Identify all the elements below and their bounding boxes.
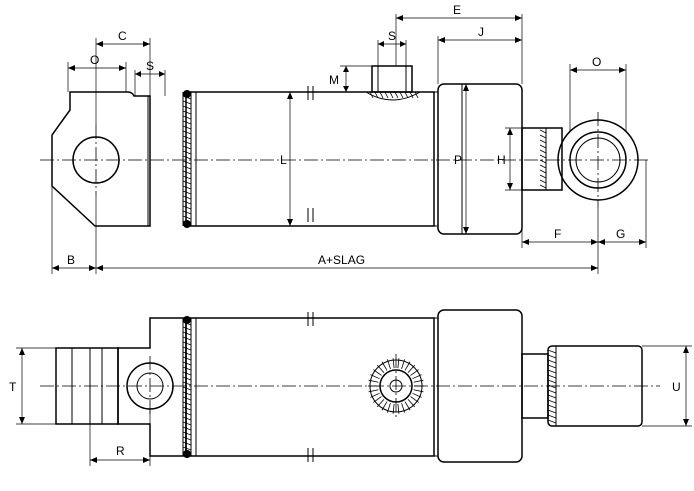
top-view-dimensions: T R U [9, 345, 692, 466]
top-view [40, 309, 660, 463]
label-J: J [478, 25, 484, 39]
label-S-left: S [146, 59, 154, 73]
label-O-left: O [90, 53, 99, 67]
barrel [185, 91, 435, 227]
rear-eye-outline [51, 91, 151, 227]
label-M: M [329, 73, 339, 87]
label-P: P [454, 153, 462, 167]
top-port [365, 65, 421, 101]
label-E: E [453, 3, 461, 17]
weld-hatch-marks [182, 91, 557, 456]
label-G: G [616, 227, 625, 241]
label-A-SLAG: A+SLAG [318, 253, 365, 267]
label-R: R [116, 444, 125, 458]
label-T: T [9, 380, 17, 394]
gland [437, 83, 523, 235]
label-L: L [280, 153, 287, 167]
label-F: F [554, 227, 561, 241]
barrel-break-marks [307, 86, 314, 222]
piston-rod [521, 127, 563, 191]
label-B: B [67, 253, 75, 267]
label-H: H [497, 153, 506, 167]
label-C: C [118, 29, 127, 43]
side-view-dimensions: C O S E S J [51, 3, 647, 274]
rear-eye-body [117, 317, 187, 457]
barrel-top-break-marks [307, 312, 314, 462]
label-S-top: S [388, 29, 396, 43]
barrel-top [185, 317, 435, 457]
label-U: U [672, 380, 681, 394]
label-O-right: O [592, 55, 601, 69]
side-view [40, 65, 650, 235]
